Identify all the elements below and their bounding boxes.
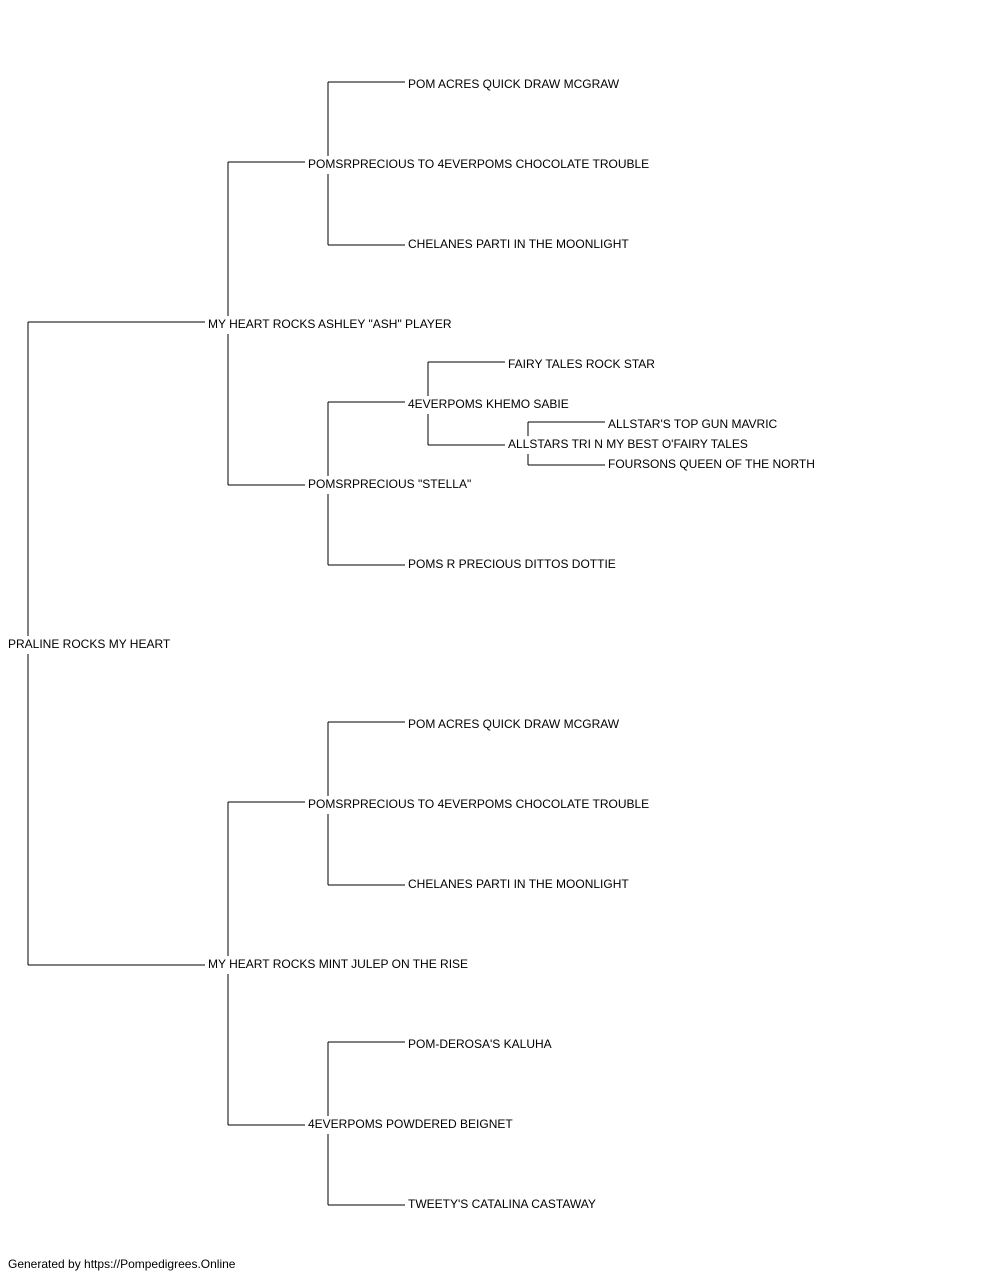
pedigree-node-dam-dam-sire: POM-DEROSA'S KALUHA (408, 1037, 554, 1051)
pedigree-node-subject: PRALINE ROCKS MY HEART (8, 637, 173, 651)
pedigree-node-dam-dam-dam: TWEETY'S CATALINA CASTAWAY (408, 1197, 598, 1211)
pedigree-node-sire-dam-sire-sire: FAIRY TALES ROCK STAR (508, 357, 657, 371)
pedigree-node-sire-dam-sire: 4EVERPOMS KHEMO SABIE (408, 397, 571, 411)
pedigree-node-dam: MY HEART ROCKS MINT JULEP ON THE RISE (208, 957, 471, 971)
pedigree-node-dam-sire: POMSRPRECIOUS TO 4EVERPOMS CHOCOLATE TRO… (308, 797, 652, 811)
pedigree-node-sire-dam-sire-dam-dam: FOURSONS QUEEN OF THE NORTH (608, 457, 817, 471)
pedigree-node-dam-dam: 4EVERPOMS POWDERED BEIGNET (308, 1117, 515, 1131)
pedigree-node-sire: MY HEART ROCKS ASHLEY "ASH" PLAYER (208, 317, 454, 331)
pedigree-node-sire-dam-sire-dam-sire: ALLSTAR'S TOP GUN MAVRIC (608, 417, 780, 431)
pedigree-node-dam-sire-dam: CHELANES PARTI IN THE MOONLIGHT (408, 877, 631, 891)
pedigree-node-sire-dam: POMSRPRECIOUS "STELLA" (308, 477, 474, 491)
pedigree-node-sire-sire-sire: POM ACRES QUICK DRAW MCGRAW (408, 77, 622, 91)
pedigree-node-dam-sire-sire: POM ACRES QUICK DRAW MCGRAW (408, 717, 622, 731)
generated-by-footer: Generated by https://Pompedigrees.Online (8, 1257, 236, 1271)
pedigree-node-sire-sire-dam: CHELANES PARTI IN THE MOONLIGHT (408, 237, 631, 251)
pedigree-node-sire-sire: POMSRPRECIOUS TO 4EVERPOMS CHOCOLATE TRO… (308, 157, 652, 171)
pedigree-node-sire-dam-dam: POMS R PRECIOUS DITTOS DOTTIE (408, 557, 618, 571)
pedigree-node-sire-dam-sire-dam: ALLSTARS TRI N MY BEST O'FAIRY TALES (508, 437, 750, 451)
